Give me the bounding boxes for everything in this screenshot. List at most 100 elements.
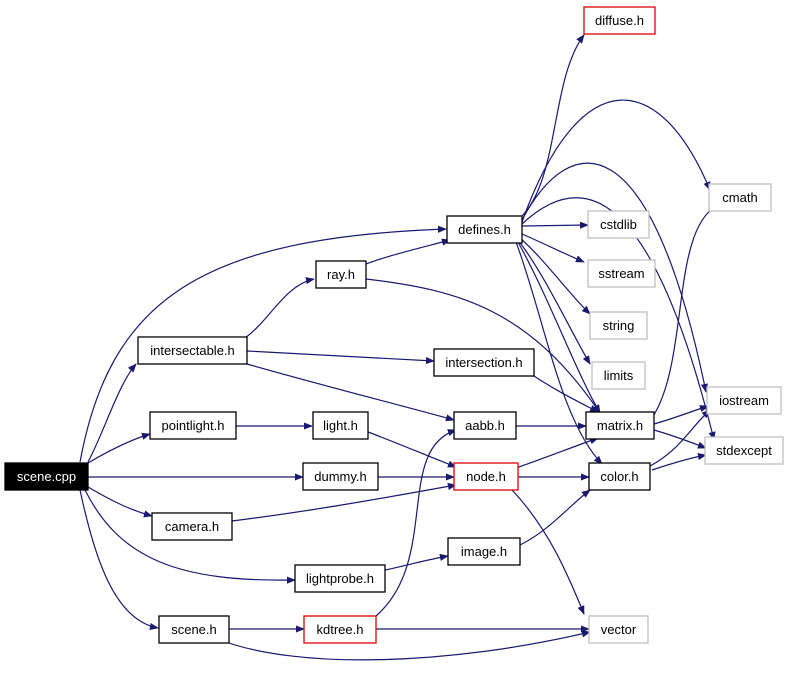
edge-matrix-h-to-cmath [651, 204, 719, 419]
node-limits-label: limits [604, 368, 634, 383]
edge-intersectable-h-to-ray-h [244, 277, 315, 339]
node-node-h[interactable]: node.h [453, 462, 519, 491]
edge-camera-h-to-node-h [231, 482, 457, 522]
edge-scene-h-to-vector [219, 630, 591, 661]
node-ray-h[interactable]: ray.h [315, 260, 367, 289]
node-string[interactable]: string [589, 311, 648, 340]
node-diffuse-h-label: diffuse.h [595, 13, 644, 28]
node-diffuse-h-box [583, 6, 656, 35]
edge-scene-cpp-to-intersectable-h [87, 363, 137, 463]
edge-intersectable-h-to-aabb-h [239, 361, 455, 422]
node-pointlight-h-label: pointlight.h [162, 418, 225, 433]
node-defines-h-box [446, 215, 523, 244]
node-intersectable-h-label: intersectable.h [150, 343, 235, 358]
node-stdexcept[interactable]: stdexcept [704, 436, 784, 465]
node-light-h[interactable]: light.h [312, 411, 369, 440]
node-scene-cpp-box [4, 462, 89, 491]
node-intersectable-h[interactable]: intersectable.h [137, 336, 248, 365]
node-light-h-box [312, 411, 369, 440]
edges [79, 34, 719, 661]
node-defines-h[interactable]: defines.h [446, 215, 523, 244]
edge-defines-h-to-sstream [521, 233, 585, 263]
edge-intersectable-h-to-intersection-h [246, 350, 435, 365]
node-node-h-box [453, 462, 519, 491]
edge-scene-cpp-to-scene-h [79, 489, 159, 631]
node-sstream-box [587, 259, 656, 288]
node-color-h-label: color.h [600, 469, 638, 484]
node-string-label: string [603, 318, 635, 333]
node-light-h-label: light.h [323, 418, 358, 433]
node-aabb-h-box [453, 411, 517, 440]
edge-matrix-h-to-iostream [653, 405, 709, 425]
node-aabb-h-label: aabb.h [465, 418, 505, 433]
node-scene-cpp-label: scene.cpp [17, 469, 76, 484]
edge-color-h-to-iostream [649, 409, 711, 467]
node-intersection-h-box [433, 348, 535, 377]
node-image-h-box [447, 537, 521, 566]
node-defines-h-label: defines.h [458, 222, 511, 237]
node-scene-h-label: scene.h [171, 622, 217, 637]
node-pointlight-h-box [149, 411, 237, 440]
node-lightprobe-h[interactable]: lightprobe.h [294, 564, 386, 593]
node-stdexcept-label: stdexcept [716, 443, 772, 458]
node-color-h[interactable]: color.h [588, 462, 651, 491]
node-cmath-box [708, 183, 772, 212]
node-cstdlib-box [587, 210, 650, 239]
node-dummy-h-box [302, 462, 379, 491]
node-kdtree-h[interactable]: kdtree.h [303, 615, 377, 644]
node-cstdlib[interactable]: cstdlib [587, 210, 650, 239]
node-cmath[interactable]: cmath [708, 183, 772, 212]
node-lightprobe-h-box [294, 564, 386, 593]
node-vector[interactable]: vector [588, 615, 649, 644]
node-cmath-label: cmath [722, 190, 757, 205]
node-diffuse-h[interactable]: diffuse.h [583, 6, 656, 35]
node-limits[interactable]: limits [591, 361, 646, 390]
node-matrix-h[interactable]: matrix.h [585, 411, 655, 440]
node-matrix-h-box [585, 411, 655, 440]
node-scene-h-box [158, 615, 230, 644]
edge-scene-cpp-to-lightprobe-h [84, 489, 296, 584]
node-kdtree-h-box [303, 615, 377, 644]
node-string-box [589, 311, 648, 340]
node-image-h[interactable]: image.h [447, 537, 521, 566]
node-lightprobe-h-label: lightprobe.h [306, 571, 374, 586]
edge-matrix-h-to-stdexcept [653, 429, 707, 449]
edge-node-h-to-matrix-h [515, 437, 599, 469]
node-aabb-h[interactable]: aabb.h [453, 411, 517, 440]
node-matrix-h-label: matrix.h [597, 418, 643, 433]
edge-defines-h-to-cstdlib [521, 221, 589, 229]
node-intersectable-h-box [137, 336, 248, 365]
edge-node-h-to-vector [511, 489, 585, 615]
node-iostream[interactable]: iostream [706, 386, 782, 415]
node-camera-h-label: camera.h [165, 519, 219, 534]
node-scene-h[interactable]: scene.h [158, 615, 230, 644]
node-ray-h-box [315, 260, 367, 289]
edge-color-h-to-stdexcept [651, 452, 707, 471]
node-intersection-h[interactable]: intersection.h [433, 348, 535, 377]
edge-lightprobe-h-to-image-h [384, 553, 449, 571]
node-dummy-h[interactable]: dummy.h [302, 462, 379, 491]
edge-defines-h-to-limits [517, 239, 591, 365]
node-vector-label: vector [601, 622, 637, 637]
node-sstream[interactable]: sstream [587, 259, 656, 288]
node-limits-box [591, 361, 646, 390]
edge-scene-cpp-to-defines-h [79, 225, 447, 463]
nodes: scene.cpp defines.h diffuse.h cmath cstdlib s… [4, 6, 784, 644]
edge-kdtree-h-to-aabb-h [375, 429, 457, 617]
edge-intersection-h-to-matrix-h [533, 375, 599, 413]
edge-defines-h-to-color-h [515, 241, 603, 465]
node-camera-h-box [151, 512, 233, 541]
node-camera-h[interactable]: camera.h [151, 512, 233, 541]
node-cstdlib-label: cstdlib [600, 217, 637, 232]
edge-ray-h-to-matrix-h [365, 278, 601, 414]
node-intersection-h-label: intersection.h [445, 355, 522, 370]
node-scene-cpp[interactable]: scene.cpp [4, 462, 89, 491]
node-iostream-box [706, 386, 782, 415]
node-vector-box [588, 615, 649, 644]
node-color-h-box [588, 462, 651, 491]
edge-image-h-to-color-h [519, 489, 591, 546]
node-pointlight-h[interactable]: pointlight.h [149, 411, 237, 440]
edge-light-h-to-node-h [367, 431, 457, 468]
node-dummy-h-label: dummy.h [314, 469, 367, 484]
edge-defines-h-to-cmath [521, 99, 711, 223]
